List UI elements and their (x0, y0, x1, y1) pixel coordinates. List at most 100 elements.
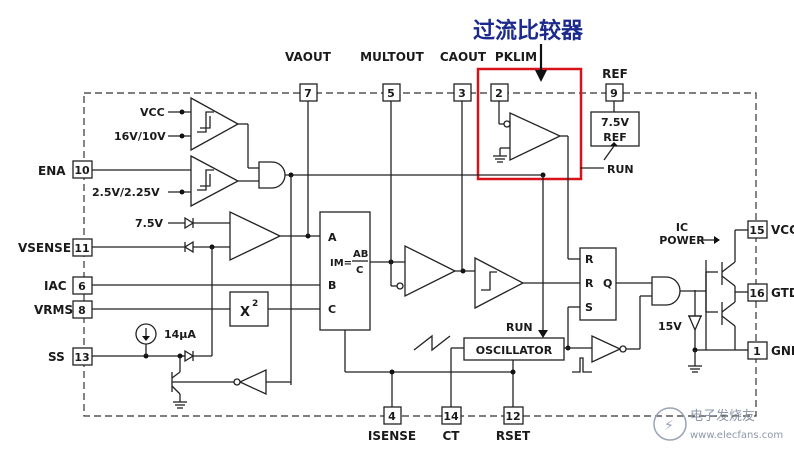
watermark: ⚡ 电子发烧友 www.elecfans.com (653, 407, 783, 441)
enable-and-gate (258, 161, 286, 189)
square-x-label: X (240, 305, 250, 320)
ic-power-label-1: IC (676, 221, 688, 234)
mult-ab-label: AB (353, 249, 368, 260)
watermark-logo-mark: ⚡ (664, 418, 674, 434)
svg-text:3: 3 (458, 87, 466, 100)
pin11-name: VSENSE (18, 241, 71, 255)
ref-box-label: REF (603, 131, 627, 144)
annotation-arrow-head (535, 70, 547, 82)
overcurrent-highlight-box (476, 67, 583, 181)
ena-threshold-label: 2.5V/2.25V (92, 186, 160, 199)
v75-label: 7.5V (135, 217, 163, 230)
pin-1: 1 (747, 341, 768, 360)
square-exp-label: 2 (252, 299, 258, 309)
output-driver (705, 229, 748, 351)
svg-text:16: 16 (749, 287, 765, 300)
pin-4: 4 (383, 406, 402, 425)
pin12-name: RSET (496, 429, 531, 443)
pin-11: 11 (72, 238, 93, 257)
pin2-name: PKLIM (495, 50, 537, 64)
voltage-error-amplifier (229, 210, 282, 262)
annotation-title: 过流比较器 (473, 18, 584, 44)
pin-8: 8 (72, 300, 93, 319)
pin6-name: IAC (44, 279, 67, 293)
pin-10: 10 (72, 160, 93, 179)
svg-text:14: 14 (443, 410, 459, 423)
pin-2: 2 (490, 83, 509, 102)
rs-flip-flop (579, 247, 617, 321)
pin-5: 5 (382, 83, 401, 102)
mult-input-b: B (328, 279, 336, 292)
pin-14: 14 (441, 406, 462, 425)
multiplier-block (319, 211, 371, 331)
ramp-waveform (413, 334, 451, 352)
ss-current-label: 14μA (164, 328, 196, 341)
pin-6: 6 (72, 276, 93, 295)
zener-label: 15V (658, 320, 682, 333)
svg-text:6: 6 (78, 280, 86, 293)
ss-discharge-transistor (171, 371, 187, 409)
ff-r1: R (585, 253, 594, 266)
peak-limit-comparator (509, 111, 562, 162)
ff-q: Q (603, 277, 612, 290)
pin-15: 15 (747, 220, 768, 239)
ff-s: S (585, 301, 593, 314)
uvlo-threshold-label: 16V/10V (114, 130, 166, 143)
pin8-name: VRMS (34, 303, 73, 317)
svg-text:10: 10 (74, 164, 90, 177)
mult-im-label: IM= (330, 258, 352, 269)
watermark-url: www.elecfans.com (690, 430, 783, 441)
svg-text:11: 11 (74, 242, 89, 255)
pin10-name: ENA (38, 164, 66, 178)
pulse-waveform (572, 357, 592, 373)
ff-r2: R (585, 277, 594, 290)
ena-comparator (190, 154, 240, 208)
run-label-osc: RUN (506, 321, 533, 334)
ref-box-voltage: 7.5V (601, 116, 629, 129)
ss-inverter (233, 368, 267, 396)
svg-text:13: 13 (74, 351, 89, 364)
pin9-name: REF (602, 67, 628, 81)
vcc-label: VCC (140, 106, 165, 119)
pin-12: 12 (503, 406, 524, 425)
svg-text:12: 12 (505, 410, 520, 423)
pin1-name: GND (771, 344, 794, 358)
pwm-comparator (474, 256, 525, 310)
uvlo-comparator (190, 96, 240, 152)
svg-text:2: 2 (495, 87, 503, 100)
zener-diode (688, 290, 735, 373)
pin14-name: CT (443, 429, 461, 443)
pin16-name: GTDRV (771, 286, 794, 300)
pin-7: 7 (299, 83, 318, 102)
square-block (229, 291, 269, 327)
mult-input-c: C (328, 303, 336, 316)
ic-power-label-2: POWER (659, 234, 705, 247)
svg-text:4: 4 (388, 410, 396, 423)
oscillator-label: OSCILLATOR (476, 344, 553, 357)
run-label-ref: RUN (607, 163, 634, 176)
pin7-name: VAOUT (285, 50, 332, 64)
watermark-text: 电子发烧友 (690, 408, 755, 424)
pin5-name: MULTOUT (360, 50, 424, 64)
pin-3: 3 (453, 83, 472, 102)
oscillator-inverter (591, 334, 627, 364)
output-and-gate (651, 276, 681, 306)
svg-text:5: 5 (387, 87, 395, 100)
svg-text:9: 9 (610, 87, 618, 100)
svg-text:15: 15 (749, 224, 764, 237)
pin15-name: VCC (771, 223, 794, 237)
svg-text:1: 1 (753, 345, 761, 358)
pin-16: 16 (747, 283, 768, 302)
pin3-name: CAOUT (440, 50, 487, 64)
mult-c-denominator: C (356, 265, 363, 276)
pin4-name: ISENSE (368, 429, 416, 443)
current-amplifier (404, 244, 457, 298)
reference-block (590, 111, 640, 147)
oscillator-block (463, 337, 565, 361)
svg-text:7: 7 (304, 87, 312, 100)
watermark-logo-icon (653, 407, 687, 441)
mult-input-a: A (328, 231, 337, 244)
pin13-name: SS (48, 350, 65, 364)
